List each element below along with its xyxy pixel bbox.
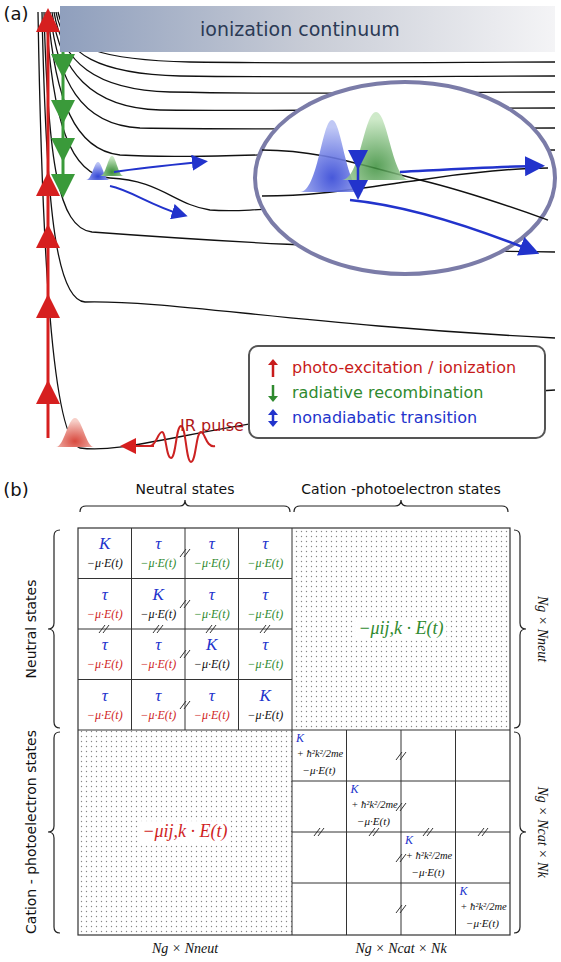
- matrix-symbol: τ: [209, 585, 215, 604]
- band-label: ionization continuum: [200, 18, 400, 40]
- break-mark: [318, 828, 324, 836]
- matrix-symbol: K: [405, 834, 413, 847]
- matrix-term: −μ·E(t): [247, 659, 283, 672]
- panel-tag: (b): [3, 480, 28, 500]
- legend-box: photo-excitation / ionization radiative r…: [248, 345, 546, 439]
- legend-text: photo-excitation / ionization: [292, 358, 516, 377]
- break-mark: [482, 828, 488, 836]
- matrix-term: −μ·E(t): [140, 558, 176, 571]
- break-mark: [400, 905, 406, 913]
- matrix-symbol: K: [99, 535, 110, 554]
- matrix-term: −μ·E(t): [87, 558, 123, 571]
- break-mark: [400, 803, 406, 811]
- block-heading: Cation -photoelectron states: [301, 482, 500, 497]
- matrix-symbol: τ: [155, 535, 161, 554]
- continuum-band: ionization continuum: [60, 6, 555, 52]
- break-mark: [184, 549, 190, 557]
- matrix-term: −μ·E(t): [140, 709, 176, 722]
- matrix-term: + ħ²k²/2me: [406, 850, 452, 862]
- matrix-term: −μ·E(t): [140, 659, 176, 672]
- matrix-symbol: τ: [102, 686, 108, 705]
- matrix-term: −μ·E(t): [140, 608, 176, 621]
- matrix-symbol: τ: [262, 535, 268, 554]
- matrix-symbol: K: [296, 732, 304, 745]
- matrix-term: −μ·E(t): [87, 659, 123, 672]
- break-mark: [427, 828, 433, 836]
- break-mark: [103, 625, 109, 633]
- matrix-term: + ħ²k²/2me: [297, 748, 343, 760]
- matrix-term: −μ·E(t): [247, 709, 283, 722]
- break-mark: [184, 650, 190, 658]
- coupling-block: −μij,k · E(t): [355, 618, 446, 640]
- legend-sample: [260, 382, 286, 404]
- break-mark: [400, 752, 406, 760]
- matrix-term: −μ·E(t): [303, 764, 336, 776]
- matrix-symbol: K: [350, 783, 358, 796]
- dimension: Ng × Ncat × Nk: [534, 786, 549, 877]
- block-heading: Cation - photoelectron states: [24, 730, 39, 934]
- matrix-symbol: τ: [262, 585, 268, 604]
- matrix-term: −μ·E(t): [194, 558, 230, 571]
- break-mark: [184, 701, 190, 709]
- matrix-symbol: K: [206, 636, 217, 655]
- matrix-symbol: τ: [102, 636, 108, 655]
- matrix-term: −μ·E(t): [194, 659, 230, 672]
- break-mark: [373, 828, 379, 836]
- matrix-symbol: τ: [209, 686, 215, 705]
- block-heading: Neutral states: [136, 482, 235, 497]
- legend-sample: [260, 407, 286, 429]
- matrix-term: + ħ²k²/2me: [460, 901, 506, 913]
- matrix-term: −μ·E(t): [194, 709, 230, 722]
- break-mark: [400, 854, 406, 862]
- matrix-term: −μ·E(t): [247, 558, 283, 571]
- dimension: Ng × Ncat × Nk: [355, 941, 446, 956]
- matrix-symbol: K: [459, 885, 467, 898]
- break-mark: [210, 625, 216, 633]
- break-mark: [157, 625, 163, 633]
- legend-text: radiative recombination: [292, 383, 483, 402]
- matrix-term: −μ·E(t): [412, 866, 445, 878]
- matrix-symbol: τ: [102, 585, 108, 604]
- matrix-symbol: τ: [155, 686, 161, 705]
- matrix-term: −μ·E(t): [87, 709, 123, 722]
- coupling-block: −μij,k · E(t): [139, 821, 230, 843]
- matrix-term: −μ·E(t): [194, 608, 230, 621]
- matrix-term: −μ·E(t): [466, 917, 499, 929]
- matrix-term: −μ·E(t): [87, 608, 123, 621]
- matrix-symbol: τ: [209, 535, 215, 554]
- dimension: Ng × Nneut: [152, 941, 218, 956]
- panel-tag: (a): [3, 4, 28, 24]
- legend-text: nonadiabatic transition: [292, 408, 477, 427]
- block-heading: Neutral states: [24, 580, 39, 679]
- matrix-symbol: K: [260, 686, 271, 705]
- pulse-label: IR pulse: [180, 417, 244, 435]
- matrix-symbol: τ: [262, 636, 268, 655]
- dimension: Ng × Nneut: [534, 596, 549, 662]
- break-mark: [184, 600, 190, 608]
- matrix-symbol: K: [153, 585, 164, 604]
- matrix-symbol: τ: [155, 636, 161, 655]
- matrix-term: + ħ²k²/2me: [351, 799, 397, 811]
- matrix-term: −μ·E(t): [357, 815, 390, 827]
- break-mark: [264, 625, 270, 633]
- legend-sample: [260, 357, 286, 379]
- matrix-term: −μ·E(t): [247, 608, 283, 621]
